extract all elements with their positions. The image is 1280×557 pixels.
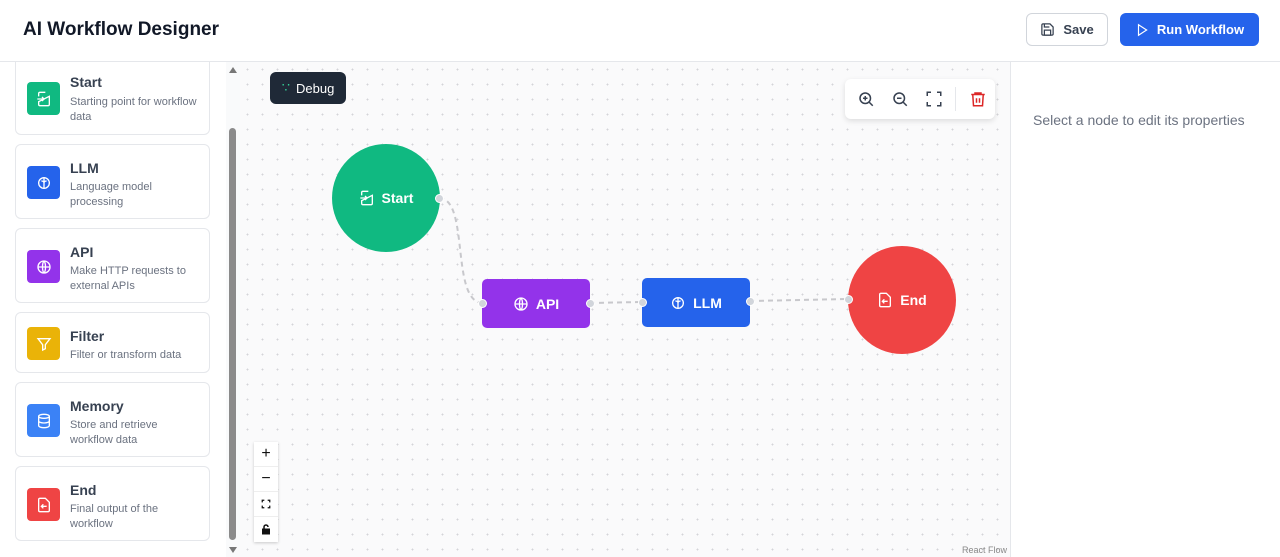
debug-button[interactable]: ∵ Debug xyxy=(270,72,346,104)
palette-item-memory[interactable]: Memory Store and retrieve workflow data xyxy=(15,382,210,457)
node-llm[interactable]: LLM xyxy=(642,278,750,327)
brain-icon xyxy=(672,296,685,309)
node-start[interactable]: Start xyxy=(332,144,440,252)
scroll-up-arrow[interactable] xyxy=(229,67,237,73)
palette-item-desc: Make HTTP requests to external APIs xyxy=(70,265,186,292)
node-label: End xyxy=(900,292,927,308)
file-output-icon xyxy=(879,292,892,308)
filter-icon xyxy=(27,327,60,360)
palette-item-desc: Filter or transform data xyxy=(70,349,182,361)
node-label: API xyxy=(535,295,560,312)
edges xyxy=(438,197,849,304)
database-icon xyxy=(27,404,60,437)
zoom-in-icon[interactable] xyxy=(853,87,878,112)
react-flow-controls: + − xyxy=(254,442,278,542)
palette-item-end[interactable]: End Final output of the workflow xyxy=(15,466,210,541)
start-source-handle[interactable] xyxy=(435,194,444,203)
palette-item-label: Start xyxy=(70,74,102,90)
save-button[interactable]: Save xyxy=(1026,13,1108,46)
palette-item-label: Filter xyxy=(70,328,105,344)
brain-icon xyxy=(27,166,60,199)
app-title: AI Workflow Designer xyxy=(23,19,220,40)
palette-item-desc: Final output of the workflow xyxy=(70,503,159,530)
node-label: LLM xyxy=(693,294,722,311)
llm-source-handle[interactable] xyxy=(746,297,755,306)
properties-hint: Select a node to edit its properties xyxy=(1033,112,1245,128)
toolbar-divider xyxy=(955,87,956,111)
palette-item-label: LLM xyxy=(70,160,99,176)
debug-label: Debug xyxy=(295,80,335,96)
edge-api-llm xyxy=(589,301,643,304)
node-palette: Start Starting point for workflow data L… xyxy=(0,62,240,557)
scrollbar-thumb[interactable] xyxy=(229,128,236,540)
node-label: Start xyxy=(381,190,414,206)
zoom-in-control[interactable]: + xyxy=(254,442,278,467)
canvas-toolbar xyxy=(845,79,995,119)
save-icon xyxy=(1041,23,1055,36)
palette-item-desc: Starting point for workflow data xyxy=(70,96,197,123)
node-api[interactable]: API xyxy=(482,279,590,328)
palette-item-filter[interactable]: Filter Filter or transform data xyxy=(15,312,210,373)
file-input-icon xyxy=(27,82,60,115)
palette-item-desc: Store and retrieve workflow data xyxy=(70,419,158,446)
palette-item-start[interactable]: Start Starting point for workflow data xyxy=(15,62,210,135)
edge-llm-end xyxy=(749,298,849,302)
header: AI Workflow Designer Save Run Workflow xyxy=(0,0,1280,62)
llm-target-handle[interactable] xyxy=(638,298,647,307)
file-output-icon xyxy=(27,488,60,521)
zoom-out-icon[interactable] xyxy=(887,87,912,112)
api-source-handle[interactable] xyxy=(586,299,595,308)
fit-view-control[interactable] xyxy=(254,492,278,517)
run-workflow-button[interactable]: Run Workflow xyxy=(1120,13,1259,46)
end-target-handle[interactable] xyxy=(844,295,853,304)
play-icon xyxy=(1137,23,1148,36)
palette-item-llm[interactable]: LLM Language model processing xyxy=(15,144,210,219)
palette-item-desc: Language model processing xyxy=(70,181,152,208)
bug-icon: ∵ xyxy=(281,80,290,95)
workflow-canvas[interactable]: ∵ Debug Start API LLM End + − React Flow xyxy=(240,62,1011,557)
globe-icon xyxy=(27,250,60,283)
file-input-icon xyxy=(359,190,373,206)
lock-icon[interactable] xyxy=(254,517,278,542)
sidebar-scrollbar[interactable] xyxy=(226,62,240,557)
palette-item-api[interactable]: API Make HTTP requests to external APIs xyxy=(15,228,210,303)
edge-start-api xyxy=(438,197,484,304)
palette-item-label: API xyxy=(70,244,94,260)
scroll-down-arrow[interactable] xyxy=(229,547,237,553)
palette-item-label: Memory xyxy=(70,398,124,414)
globe-icon xyxy=(514,296,528,311)
trash-icon[interactable] xyxy=(965,87,990,112)
palette-item-label: End xyxy=(70,482,97,498)
properties-panel: Select a node to edit its properties xyxy=(1012,62,1280,557)
react-flow-attribution[interactable]: React Flow xyxy=(961,545,1007,555)
api-target-handle[interactable] xyxy=(478,299,487,308)
zoom-out-control[interactable]: − xyxy=(254,467,278,492)
run-label: Run Workflow xyxy=(1156,22,1245,37)
node-end[interactable]: End xyxy=(848,246,956,354)
fit-view-icon[interactable] xyxy=(921,87,946,112)
save-label: Save xyxy=(1063,22,1094,37)
